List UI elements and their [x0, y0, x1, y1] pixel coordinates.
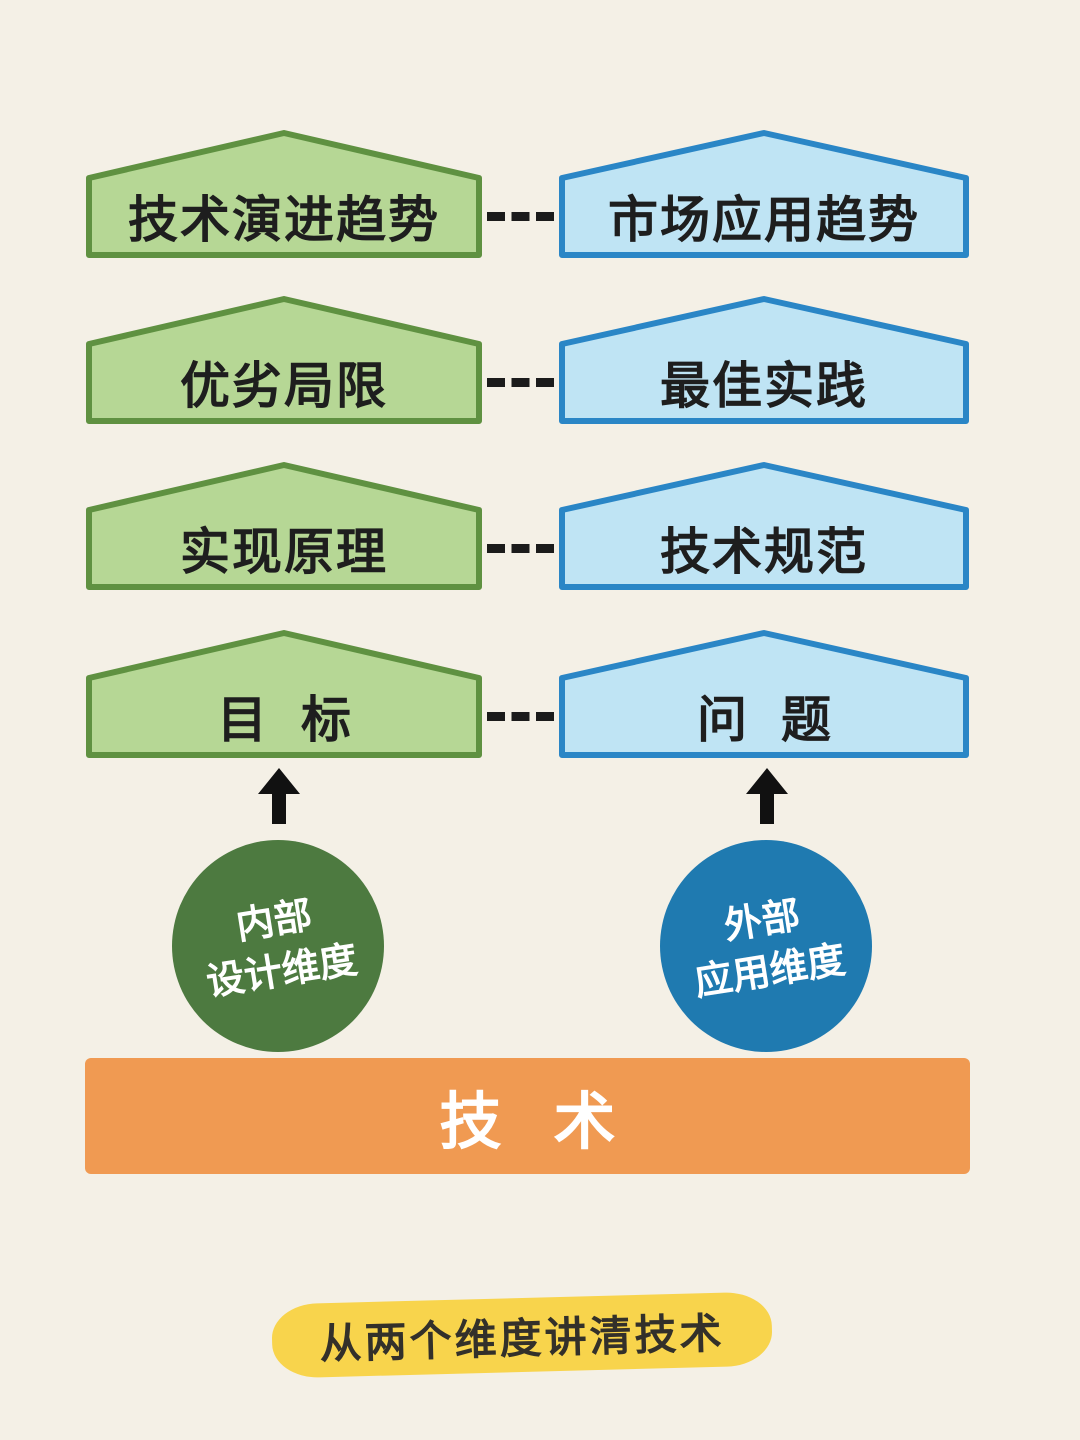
- house-shape-icon: [559, 630, 969, 758]
- technology-base-bar: 技术: [85, 1058, 970, 1174]
- concept-pair-row: 实现原理 技术规范: [85, 460, 970, 592]
- application-concept-box: 市场应用趋势: [558, 128, 970, 260]
- concept-pair-row: 优劣局限 最佳实践: [85, 294, 970, 426]
- application-concept-label: 问题: [697, 691, 865, 749]
- design-concept-label: 优劣局限: [180, 357, 388, 415]
- design-concept-box: 实现原理: [85, 460, 483, 592]
- house-shape-icon: [86, 630, 482, 758]
- concept-pair-row: 技术演进趋势 市场应用趋势: [85, 128, 970, 260]
- design-concept-box: 优劣局限: [85, 294, 483, 426]
- house-shape-icon: [86, 130, 482, 258]
- dashed-connector: [487, 712, 554, 721]
- design-concept-box: 目标: [85, 628, 483, 760]
- caption-text: 从两个维度讲清技术: [318, 1308, 726, 1368]
- design-concept-box: 技术演进趋势: [85, 128, 483, 260]
- application-concept-box: 问题: [558, 628, 970, 760]
- dashed-connector: [487, 544, 554, 553]
- house-shape-icon: [86, 296, 482, 424]
- dashed-connector: [487, 378, 554, 387]
- up-arrow-icon: [746, 768, 788, 824]
- house-shape-icon: [559, 462, 969, 590]
- up-arrow-icon: [258, 768, 300, 824]
- concept-pair-row: 目标 问题: [85, 628, 970, 760]
- caption-highlight: 从两个维度讲清技术: [271, 1291, 773, 1379]
- house-shape-icon: [559, 130, 969, 258]
- application-concept-label: 最佳实践: [660, 357, 868, 415]
- design-concept-label: 技术演进趋势: [128, 191, 440, 249]
- internal-dimension-circle: 内部 设计维度: [172, 840, 384, 1052]
- application-concept-box: 最佳实践: [558, 294, 970, 426]
- design-concept-label: 实现原理: [180, 523, 388, 581]
- dashed-connector: [487, 212, 554, 221]
- application-concept-box: 技术规范: [558, 460, 970, 592]
- external-dimension-label: 外部 应用维度: [683, 883, 849, 1008]
- design-concept-label: 目标: [217, 691, 385, 749]
- house-shape-icon: [559, 296, 969, 424]
- technology-base-label: 技术: [439, 1085, 668, 1158]
- application-concept-label: 技术规范: [660, 523, 868, 581]
- house-shape-icon: [86, 462, 482, 590]
- internal-dimension-label: 内部 设计维度: [195, 883, 361, 1008]
- application-concept-label: 市场应用趋势: [608, 191, 920, 249]
- external-dimension-circle: 外部 应用维度: [660, 840, 872, 1052]
